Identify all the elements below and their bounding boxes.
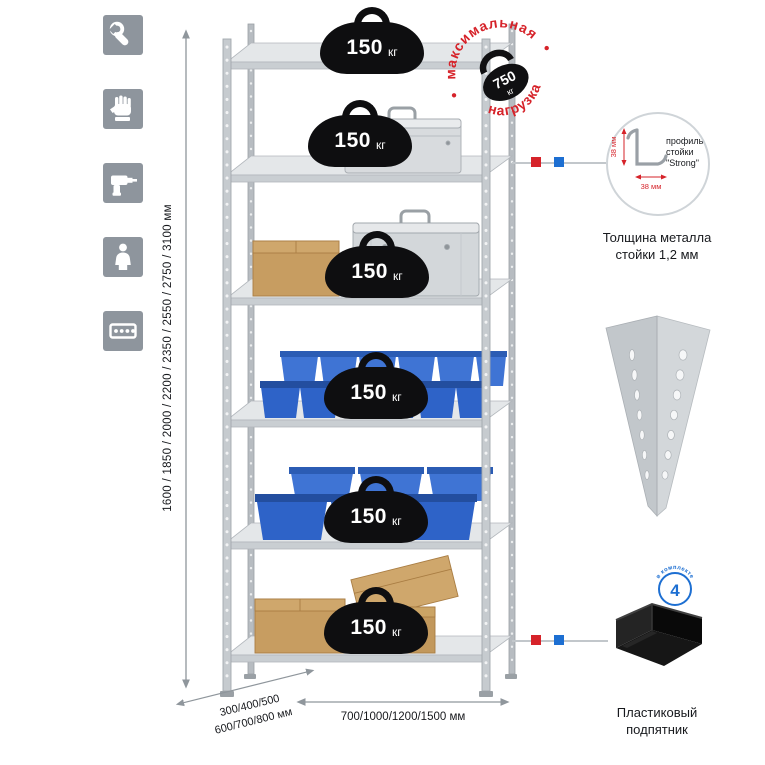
shelf-load-value: 150: [346, 36, 383, 59]
profile-dim-horizontal: 38 мм: [641, 182, 662, 191]
thickness-caption-line2: стойки 1,2 мм: [615, 246, 699, 262]
shelf-load-unit: кг: [375, 137, 386, 152]
thickness-caption: Толщина металла стойки 1,2 мм: [582, 230, 732, 264]
glove-icon: [103, 89, 143, 129]
height-dimension: 1600 / 1850 / 2000 / 2200 / 2350 / 2550 …: [162, 29, 190, 689]
shelf-load-value: 150: [350, 616, 387, 639]
height-dimension-label: 1600 / 1850 / 2000 / 2200 / 2350 / 2550 …: [162, 204, 174, 512]
width-dimension-label: 700/1000/1200/1500 мм: [341, 711, 466, 723]
shelf-load-unit: кг: [391, 513, 402, 528]
shelf-load-value: 150: [334, 129, 371, 152]
person-icon: [103, 237, 143, 277]
shelf-load-value: 150: [350, 381, 387, 404]
profile-label-1: профиль: [666, 136, 704, 146]
shelf-load-unit: кг: [387, 44, 398, 59]
shelf-load-unit: кг: [391, 624, 402, 639]
kit-count-badge: в комплекте 4: [652, 564, 698, 615]
shelf-load-badge: 150 кг: [324, 367, 428, 419]
cardboard-box-small: [252, 240, 340, 297]
kit-badge-count: 4: [670, 581, 680, 600]
foot-caption: Пластиковый подпятник: [582, 705, 732, 739]
width-dimension: 700/1000/1200/1500 мм: [296, 698, 510, 723]
shelf-load-badge: 150 кг: [324, 491, 428, 543]
shelf-load-unit: кг: [391, 389, 402, 404]
shelf-load-badge: 150 кг: [324, 602, 428, 654]
shelf-load-badge: 150 кг: [320, 22, 424, 74]
wrench-icon: [103, 15, 143, 55]
profile-cross-section: [626, 128, 668, 166]
foot-caption-line1: Пластиковый: [616, 705, 698, 720]
plastic-foot-image: [615, 602, 703, 666]
perforated-strip-icon: [103, 311, 143, 351]
profile-label-2: стойки: [666, 147, 694, 157]
thickness-caption-line1: Толщина металла: [602, 230, 712, 245]
red-marker-top: [531, 157, 541, 167]
foot-caption-line2: подпятник: [626, 721, 688, 737]
angle-post-image: [605, 315, 711, 518]
shelf-load-badge: 150 кг: [308, 115, 412, 167]
shelf-load-value: 150: [351, 260, 388, 283]
drill-icon: [103, 163, 143, 203]
profile-label-3: "Strong": [666, 158, 699, 168]
stamp-load-unit: кг: [505, 85, 516, 97]
blue-marker-bottom: [554, 635, 564, 645]
blue-marker-top: [554, 157, 564, 167]
profile-dim-vertical: 38 мм: [609, 137, 618, 158]
shelf-load-badge: 150 кг: [325, 246, 429, 298]
shelf-load-unit: кг: [392, 268, 403, 283]
depth-dimension: 300/400/500 600/700/800 мм: [166, 662, 333, 749]
red-marker-bottom: [531, 635, 541, 645]
shelf-load-value: 150: [350, 505, 387, 528]
profile-detail-circle: 38 мм 38 мм профиль стойки "Strong": [606, 112, 710, 216]
